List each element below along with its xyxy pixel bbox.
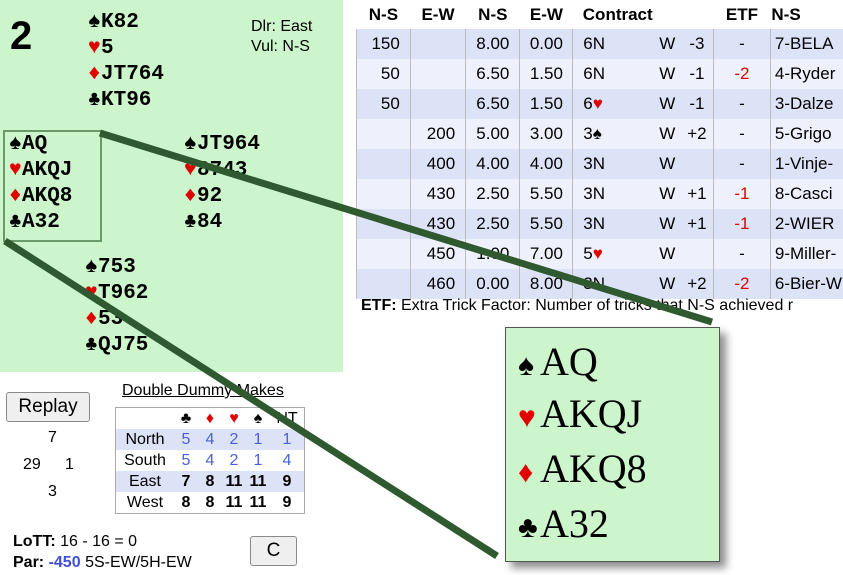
west-spades: ♠AQ (9, 133, 48, 156)
east-hand: ♠JT964 ♥8743 ♦92 ♣84 (184, 132, 260, 236)
dd-header-diamonds: ♦ (205, 409, 215, 427)
dd-header-spades: ♠ (253, 409, 263, 427)
etf-note: ETF: Extra Trick Factor: Number of trick… (361, 297, 794, 314)
deal-diagram: 2 Dlr: East Vul: N-S ♠K82 ♥5 ♦JT764 ♣KT9… (0, 0, 343, 372)
lott-par-block: LoTT: 16 - 16 = 0 Par: -450 5S-EW/5H-EW (13, 531, 192, 573)
hcp-south: 3 (48, 483, 57, 500)
zoom-spades: ♠AQ (518, 339, 598, 384)
c-button[interactable]: C (250, 536, 297, 566)
east-hearts: ♥8743 (184, 159, 248, 182)
replay-button[interactable]: Replay (6, 392, 90, 422)
south-diamonds: ♦53 (85, 308, 124, 331)
zoom-clubs: ♣A32 (518, 501, 609, 546)
east-diamonds: ♦92 (184, 185, 223, 208)
north-clubs: ♣KT96 (88, 89, 152, 112)
dd-header-nt: NT (276, 409, 298, 427)
north-hearts: ♥5 (88, 37, 114, 60)
south-hand: ♠753 ♥T962 ♦53 ♣QJ75 (85, 255, 148, 359)
west-hearts: ♥AKQJ (9, 159, 73, 182)
south-spades: ♠753 (85, 256, 136, 279)
hcp-east: 1 (65, 456, 74, 473)
west-diamonds: ♦AKQ8 (9, 185, 73, 208)
south-clubs: ♣QJ75 (85, 334, 149, 357)
board-number: 2 (10, 14, 33, 58)
par-line: Par: -450 5S-EW/5H-EW (13, 554, 192, 571)
north-spades: ♠K82 (88, 11, 139, 34)
dealer-label: Dlr: East (251, 18, 313, 35)
zoom-callout: ♠AQ ♥AKQJ ♦AKQ8 ♣A32 (505, 327, 720, 562)
zoom-hearts: ♥AKQJ (518, 391, 643, 436)
south-hearts: ♥T962 (85, 282, 149, 305)
lott-line: LoTT: 16 - 16 = 0 (13, 533, 138, 550)
dealer-vulnerability: Dlr: East Vul: N-S (251, 17, 312, 57)
double-dummy-title[interactable]: Double Dummy Makes (122, 382, 284, 399)
hcp-north: 7 (48, 429, 57, 446)
east-spades: ♠JT964 (184, 133, 261, 156)
vulnerability-label: Vul: N-S (251, 38, 310, 55)
zoom-diamonds: ♦AKQ8 (518, 446, 647, 491)
north-hand: ♠K82 ♥5 ♦JT764 ♣KT96 (88, 10, 164, 114)
dd-header-hearts: ♥ (229, 409, 239, 427)
west-clubs: ♣A32 (9, 211, 60, 234)
east-clubs: ♣84 (184, 211, 223, 234)
north-diamonds: ♦JT764 (88, 63, 165, 86)
par-score: -450 (48, 554, 81, 571)
dd-header-clubs: ♣ (180, 409, 192, 427)
west-hand: ♠AQ ♥AKQJ ♦AKQ8 ♣A32 (9, 132, 72, 236)
results-header-row: N-S E-W N-S E-W Contract ETF N-S (356, 0, 843, 29)
dd-header-row: ♣ ♦ ♥ ♠ NT (116, 408, 305, 430)
hcp-west: 29 (23, 456, 41, 473)
